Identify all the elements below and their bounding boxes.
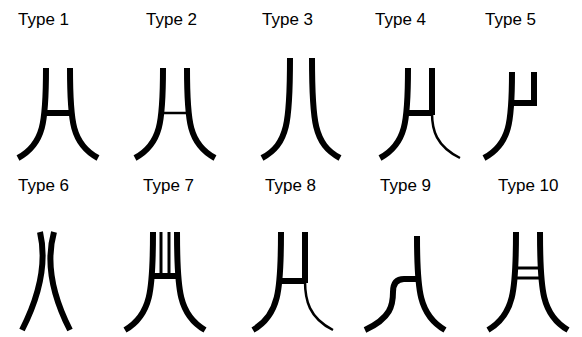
branch-figure: [380, 68, 460, 158]
type-label: Type 8: [265, 176, 316, 196]
type-label: Type 7: [143, 176, 194, 196]
branch-figure: [125, 232, 205, 330]
type-label: Type 4: [375, 10, 426, 30]
type-label: Type 1: [18, 10, 69, 30]
type-label: Type 2: [146, 10, 197, 30]
type-label: Type 3: [262, 10, 313, 30]
branch-figure: [484, 72, 537, 158]
branch-figure: [262, 58, 340, 158]
branch-figure: [18, 68, 98, 158]
branch-figure: [365, 236, 445, 330]
branch-figure: [488, 232, 568, 330]
branch-figure: [135, 68, 215, 158]
type-label: Type 5: [485, 10, 536, 30]
type-label: Type 9: [380, 176, 431, 196]
branch-figure: [253, 232, 333, 330]
type-label: Type 10: [498, 176, 559, 196]
branch-figure: [22, 232, 70, 330]
type-label: Type 6: [18, 176, 69, 196]
